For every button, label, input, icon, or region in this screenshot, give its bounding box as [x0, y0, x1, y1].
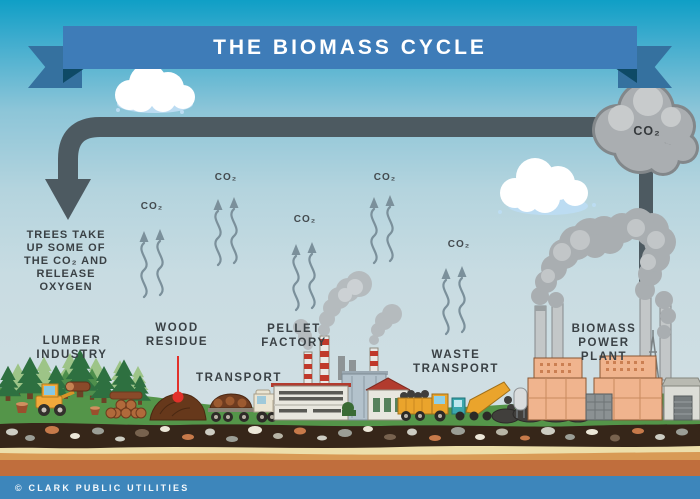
dump-truck-loaded [397, 390, 449, 422]
footer-bar: © CLARK PUBLIC UTILITIES [0, 476, 700, 499]
factory-smoke [293, 271, 402, 350]
wood-residue-illustration [149, 356, 207, 421]
stage-label-wood-residue: WOOD RESIDUE [145, 322, 209, 348]
pellet-factory-illustration [271, 271, 411, 421]
garage-building [661, 377, 700, 421]
stage-label-biomass-power-plant: BIOMASS POWER PLANT [571, 323, 637, 363]
white-cloud-left [115, 64, 195, 114]
power-plant-smoke [531, 208, 676, 339]
stage-label-pellet-factory: PELLET FACTORY [261, 323, 327, 349]
co2-emission-label: CO₂ [214, 172, 238, 183]
orange-soil-layer [0, 460, 700, 477]
trees-note: TREES TAKE UP SOME OF THE CO₂ AND RELEAS… [24, 229, 108, 293]
co2-emission-label: CO₂ [373, 172, 397, 183]
footer-credit: © CLARK PUBLIC UTILITIES [15, 482, 190, 493]
log-pile [105, 391, 147, 419]
stage-label-lumber-industry: LUMBER INDUSTRY [36, 335, 108, 361]
co2-emission-label: CO₂ [140, 201, 164, 212]
transport-truck [208, 389, 277, 423]
page-title: THE BIOMASS CYCLE [213, 35, 487, 59]
co2-emission-label: CO₂ [293, 214, 317, 225]
white-cloud-right [498, 158, 596, 215]
lumber-industry-illustration [0, 349, 152, 419]
rocky-soil-layer [0, 423, 700, 449]
dump-truck-dumping [451, 381, 515, 421]
co2-emission-label: CO₂ [447, 239, 471, 250]
stage-label-waste-transport: WASTE TRANSPORT [413, 349, 499, 375]
co2-cloud-label: CO₂ [633, 124, 661, 138]
stage-label-transport: TRANSPORT [196, 372, 282, 384]
co2-cloud [592, 81, 699, 176]
banner: THE BIOMASS CYCLE [63, 26, 637, 69]
log-loader [35, 381, 91, 416]
